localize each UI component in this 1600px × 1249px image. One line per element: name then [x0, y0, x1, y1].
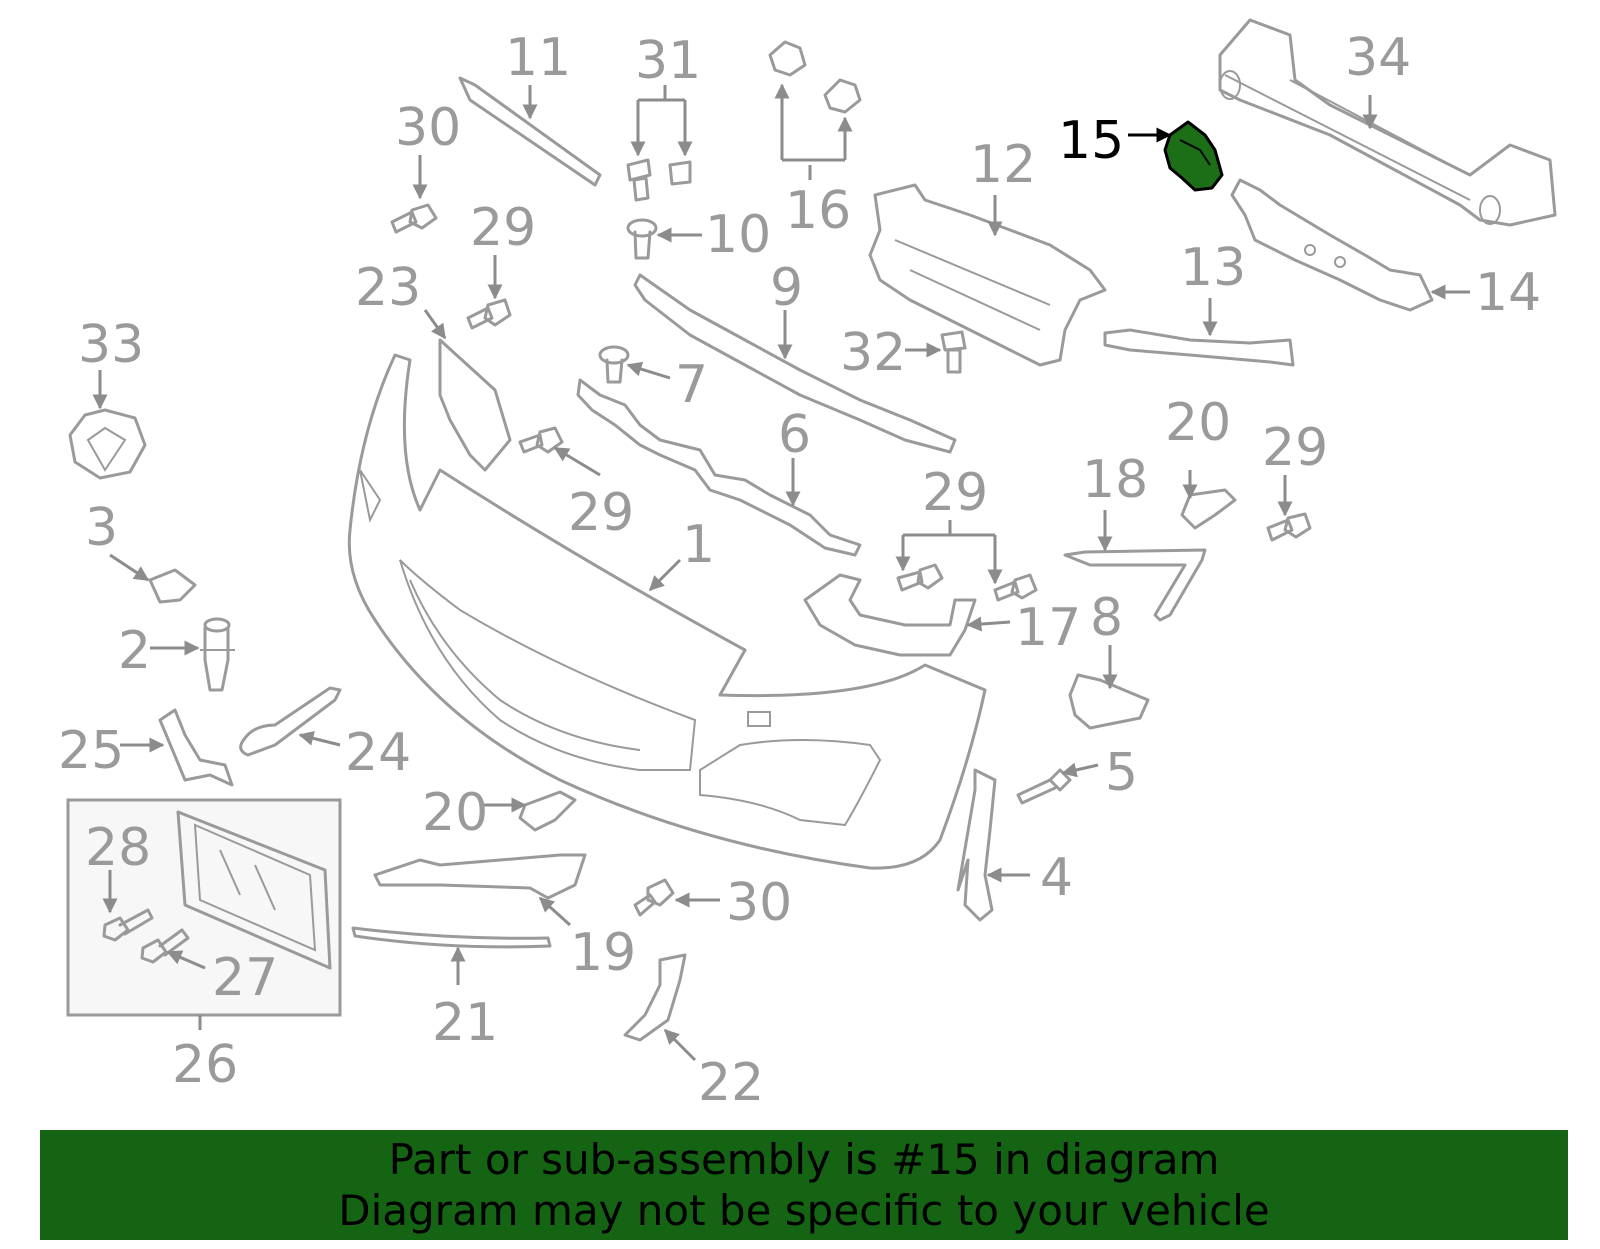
leader-lines [92, 83, 1470, 1062]
part-10-push-pin [626, 218, 658, 260]
callout-28: 28 [85, 818, 151, 878]
callout-11: 11 [505, 28, 571, 88]
callout-20-upper: 20 [1165, 393, 1231, 453]
part-7-push-pin [598, 345, 630, 384]
part-29-bolt-d [993, 573, 1038, 602]
part-27-bolt [140, 928, 190, 964]
callout-26: 26 [172, 1035, 238, 1095]
info-banner: Part or sub-assembly is #15 in diagram D… [40, 1130, 1568, 1240]
part-1-bumper-cover [347, 353, 987, 870]
part-4-vertical-bracket [956, 768, 997, 922]
callout-1: 1 [682, 515, 715, 575]
part-9-upper-reinforcement [633, 273, 957, 454]
callout-13: 13 [1180, 238, 1246, 298]
callout-31: 31 [635, 31, 701, 91]
part-22-side-trim [623, 953, 687, 1042]
part-12-absorber [868, 183, 1107, 367]
callout-2: 2 [118, 621, 151, 681]
callout-labels: 11 31 30 29 23 33 3 2 25 24 28 27 26 21 … [58, 28, 1541, 1113]
banner-line-1: Part or sub-assembly is #15 in diagram [388, 1135, 1220, 1184]
part-15-highlighted [1163, 120, 1224, 192]
part-3-clip [148, 568, 197, 604]
part-29-bolt-c [896, 563, 944, 592]
callout-14: 14 [1475, 263, 1541, 323]
part-24-strap [239, 686, 342, 757]
part-30-lower-bolt [633, 878, 675, 917]
callout-34: 34 [1345, 28, 1411, 88]
callout-29-e: 29 [1262, 418, 1328, 478]
part-19-lower-trim [373, 853, 587, 900]
callout-9: 9 [770, 258, 803, 318]
callout-20-lower: 20 [422, 783, 488, 843]
callout-25: 25 [58, 721, 124, 781]
callout-17: 17 [1015, 598, 1081, 658]
part-14-lower-absorber [1230, 178, 1434, 312]
part-18-side-trim [1063, 548, 1207, 622]
part-29-bolt-e [1266, 512, 1312, 542]
part-29-bolt-b [518, 426, 564, 454]
callout-33: 33 [78, 315, 144, 375]
callout-7: 7 [675, 355, 708, 415]
callout-19: 19 [570, 923, 636, 983]
part-20-upper-bracket [1180, 488, 1237, 530]
part-5-screw [1016, 768, 1072, 805]
part-28-bolt [102, 908, 154, 942]
callout-16: 16 [785, 181, 851, 241]
part-17-fog-bezel [803, 573, 977, 657]
part-11-molding-strip [458, 76, 602, 187]
callout-4: 4 [1040, 848, 1073, 908]
part-33-emblem [68, 408, 147, 480]
part-34-reinforcement-beam [1218, 18, 1557, 227]
callout-18: 18 [1082, 450, 1148, 510]
callout-29-b: 29 [568, 483, 634, 543]
part-6-lower-reinforcement [576, 378, 862, 557]
part-30-upper-bolt [390, 203, 438, 234]
callout-8: 8 [1090, 588, 1123, 648]
callout-23: 23 [355, 258, 421, 318]
callout-15-highlighted: 15 [1058, 111, 1124, 171]
callout-29-a: 29 [470, 198, 536, 258]
part-13-strip [1103, 328, 1295, 367]
part-32-bolt [940, 330, 967, 374]
part-31-bolts [626, 158, 692, 202]
part-23-side-bracket [438, 338, 512, 472]
callout-30-lower: 30 [726, 873, 792, 933]
part-16-clips [768, 40, 862, 114]
part-29-bolt-a [466, 298, 512, 330]
callout-22: 22 [698, 1053, 764, 1113]
part-2-push-pin [200, 617, 235, 692]
callout-3: 3 [85, 498, 118, 558]
callout-32: 32 [840, 323, 906, 383]
callout-30-upper: 30 [395, 98, 461, 158]
callout-6: 6 [778, 405, 811, 465]
callout-27: 27 [212, 948, 278, 1008]
callout-10: 10 [705, 205, 771, 265]
callout-24: 24 [345, 723, 411, 783]
callout-12: 12 [970, 135, 1036, 195]
part-25-bracket [158, 708, 234, 787]
banner-line-2: Diagram may not be specific to your vehi… [338, 1186, 1270, 1235]
part-20-lower-bracket [518, 790, 577, 832]
part-21-lower-strip [351, 926, 552, 949]
callout-21: 21 [432, 993, 498, 1053]
callout-5: 5 [1105, 743, 1138, 803]
callout-29-c: 29 [922, 463, 988, 523]
